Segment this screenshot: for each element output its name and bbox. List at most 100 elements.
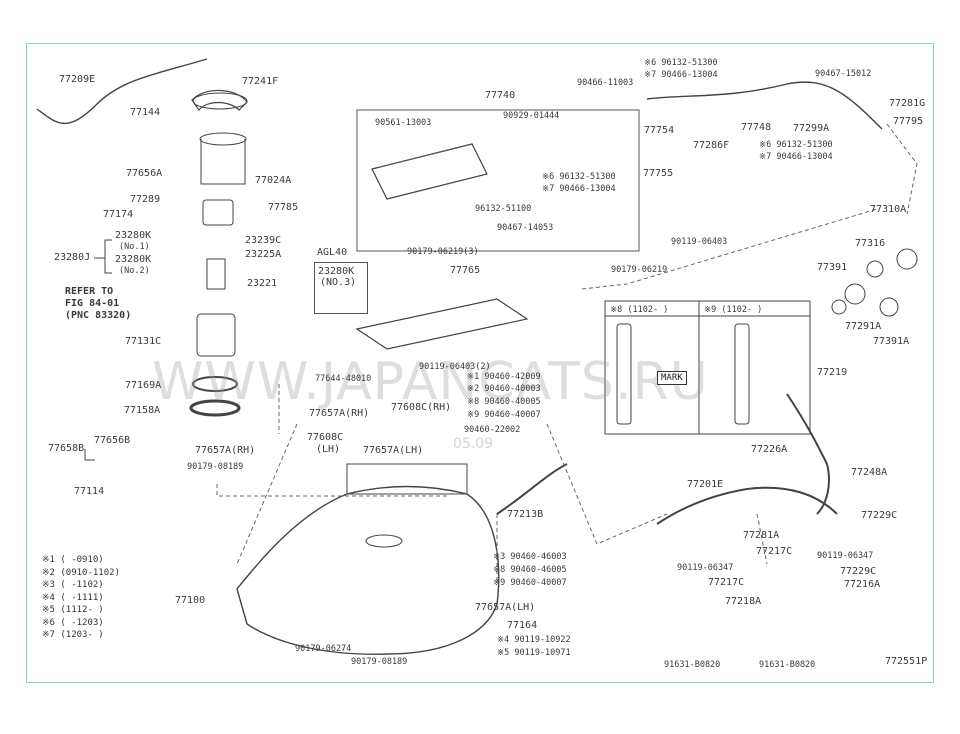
part-77219[interactable]: 77219: [817, 367, 848, 378]
part-96132-51300-a[interactable]: ※6 96132-51300: [542, 172, 616, 182]
part-77657a-lh-2[interactable]: 77657A(LH): [475, 602, 536, 613]
part-90466-13004-c[interactable]: ※7 90466-13004: [759, 152, 833, 162]
part-77310a[interactable]: 77310A: [870, 204, 907, 215]
legend-item: ※4 ( -1111): [42, 592, 104, 603]
part-90467-15012[interactable]: 90467-15012: [815, 69, 872, 79]
part-77316[interactable]: 77316: [855, 238, 886, 249]
part-77213b[interactable]: 77213B: [507, 509, 544, 520]
part-77765[interactable]: 77765: [450, 265, 481, 276]
part-90460-42009[interactable]: ※1 90460-42009: [467, 372, 541, 382]
part-23239c[interactable]: 23239C: [245, 235, 282, 246]
part-90460-40007-b[interactable]: ※9 90460-40007: [493, 578, 567, 588]
part-90929-01444[interactable]: 90929-01444: [503, 111, 560, 121]
part-90466-13004-a[interactable]: ※7 90466-13004: [542, 184, 616, 194]
part-77644-48010[interactable]: 77644-48010: [315, 374, 372, 384]
part-77241f[interactable]: 77241F: [242, 76, 279, 87]
agl-label: AGL40: [317, 247, 348, 258]
part-77391[interactable]: 77391: [817, 262, 848, 273]
part-77248a[interactable]: 77248A: [851, 467, 888, 478]
inset-mark-label: MARK: [657, 371, 687, 385]
parts-diagram-sheet: WWW.JAPANCATS.RU 05.09 REFER TO FIG 84-0…: [26, 43, 934, 683]
part-77608c-lh[interactable]: 77608C: [307, 432, 344, 443]
part-90460-46005[interactable]: ※8 90460-46005: [493, 565, 567, 575]
part-90119-06403[interactable]: 90119-06403: [671, 237, 728, 247]
part-77289[interactable]: 77289: [130, 194, 161, 205]
part-77291a[interactable]: 77291A: [845, 321, 882, 332]
part-77217c-2[interactable]: 77217C: [708, 577, 745, 588]
legend-item: ※6 ( -1203): [42, 617, 104, 628]
part-23280j[interactable]: 23280J: [54, 252, 91, 263]
part-77229c-1[interactable]: 77229C: [861, 510, 898, 521]
part-90466-13004-b[interactable]: ※7 90466-13004: [644, 70, 718, 80]
part-77229c-2[interactable]: 77229C: [840, 566, 877, 577]
watermark-date: 05.09: [453, 436, 494, 452]
part-90460-46003[interactable]: ※3 90460-46003: [493, 552, 567, 562]
part-77795[interactable]: 77795: [893, 116, 924, 127]
legend: ※1 ( -0910) ※2 (0910-1102) ※3 ( -1102) ※…: [42, 554, 120, 642]
part-77144[interactable]: 77144: [130, 107, 161, 118]
part-96132-51300-b[interactable]: ※6 96132-51300: [644, 58, 718, 68]
part-77754[interactable]: 77754: [644, 125, 675, 136]
part-77657a-lh[interactable]: 77657A(LH): [363, 445, 424, 456]
part-90460-40005[interactable]: ※8 90460-40005: [467, 397, 541, 407]
part-90179-06274[interactable]: 90179-06274: [295, 644, 352, 654]
part-77217c-1[interactable]: 77217C: [756, 546, 793, 557]
part-77281g[interactable]: 77281G: [889, 98, 926, 109]
part-90119-06347-a[interactable]: 90119-06347: [817, 551, 874, 561]
part-23225a[interactable]: 23225A: [245, 249, 282, 260]
box-23280k-label: 23280K: [318, 266, 355, 277]
part-90119-10922[interactable]: ※4 90119-10922: [497, 635, 571, 645]
part-90460-40007[interactable]: ※9 90460-40007: [467, 410, 541, 420]
part-77218a[interactable]: 77218A: [725, 596, 762, 607]
part-77024a[interactable]: 77024A: [255, 175, 292, 186]
part-91631-b0820-b[interactable]: 91631-B0820: [759, 660, 816, 670]
part-77657a-rh-2[interactable]: 77657A(RH): [195, 445, 256, 456]
part-77656a[interactable]: 77656A: [126, 168, 163, 179]
part-90466-11003[interactable]: 90466-11003: [577, 78, 634, 88]
part-90179-08189-a[interactable]: 90179-08189: [187, 462, 244, 472]
part-77281a[interactable]: 77281A: [743, 530, 780, 541]
part-77299a[interactable]: 77299A: [793, 123, 830, 134]
part-77114[interactable]: 77114: [74, 486, 105, 497]
part-23221[interactable]: 23221: [247, 278, 278, 289]
part-96132-51300-c[interactable]: ※6 96132-51300: [759, 140, 833, 150]
part-90561-13003[interactable]: 90561-13003: [375, 118, 432, 128]
part-77608c-rh[interactable]: 77608C(RH): [391, 402, 452, 413]
part-77226a[interactable]: 77226A: [751, 444, 788, 455]
part-96132-51100[interactable]: 96132-51100: [475, 204, 532, 214]
watermark: WWW.JAPANCATS.RU: [152, 352, 709, 412]
part-77209e[interactable]: 77209E: [59, 74, 96, 85]
part-90179-06219-3[interactable]: 90179-06219(3): [407, 247, 479, 257]
part-77748[interactable]: 77748: [741, 122, 772, 133]
part-77164[interactable]: 77164: [507, 620, 538, 631]
part-23280k-2[interactable]: 23280K: [115, 254, 152, 265]
part-77785[interactable]: 77785: [268, 202, 299, 213]
legend-item: ※7 (1203- ): [42, 630, 104, 640]
part-77658b[interactable]: 77658B: [48, 443, 85, 454]
part-77740[interactable]: 77740: [485, 90, 516, 101]
part-77131c[interactable]: 77131C: [125, 336, 162, 347]
refer-note-3: (PNC 83320): [65, 310, 132, 321]
part-90460-22002[interactable]: 90460-22002: [464, 425, 521, 435]
part-90179-08189-b[interactable]: 90179-08189: [351, 657, 408, 667]
part-23280k-1[interactable]: 23280K: [115, 230, 152, 241]
part-90119-06347-b[interactable]: 90119-06347: [677, 563, 734, 573]
part-77391a[interactable]: 77391A: [873, 336, 910, 347]
part-77100[interactable]: 77100: [175, 595, 206, 606]
part-77755[interactable]: 77755: [643, 168, 674, 179]
part-90119-10971[interactable]: ※5 90119-10971: [497, 648, 571, 658]
part-77657a-rh[interactable]: 77657A(RH): [309, 408, 370, 419]
part-90179-06219[interactable]: 90179-06219: [611, 265, 668, 275]
part-77201e[interactable]: 77201E: [687, 479, 724, 490]
part-90467-14053[interactable]: 90467-14053: [497, 223, 554, 233]
part-90460-40003[interactable]: ※2 90460-40003: [467, 384, 541, 394]
part-90119-06403-2[interactable]: 90119-06403(2): [419, 362, 491, 372]
part-77286f[interactable]: 77286F: [693, 140, 730, 151]
part-77656b[interactable]: 77656B: [94, 435, 131, 446]
part-77174[interactable]: 77174: [103, 209, 134, 220]
part-77216a[interactable]: 77216A: [844, 579, 881, 590]
part-77169a[interactable]: 77169A: [125, 380, 162, 391]
part-77158a[interactable]: 77158A: [124, 405, 161, 416]
box-23280k-no3: 23280K (NO.3): [314, 262, 368, 314]
part-91631-b0820-a[interactable]: 91631-B0820: [664, 660, 721, 670]
